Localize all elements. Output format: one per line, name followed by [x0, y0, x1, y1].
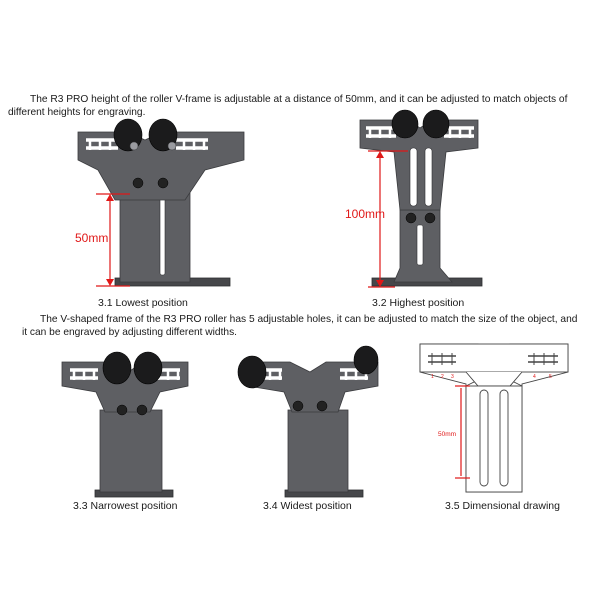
figure-dimensional-drawing: 1 2 3 4 5 50mm	[419, 343, 569, 493]
figure-lowest-position: 50mm	[75, 118, 245, 287]
dimension-label: 50mm	[438, 431, 456, 438]
caption-dimensional: 3.5 Dimensional drawing	[445, 500, 560, 512]
figure-highest-position: 100mm	[345, 109, 483, 288]
svg-text:5: 5	[549, 374, 552, 380]
description-height: The R3 PRO height of the roller V-frame …	[8, 94, 568, 118]
dimension-label: 50mm	[75, 231, 108, 245]
description-width: The V-shaped frame of the R3 PRO roller …	[22, 314, 578, 338]
svg-text:1: 1	[431, 374, 434, 380]
dimension-label: 100mm	[345, 207, 385, 221]
svg-text:2: 2	[441, 374, 444, 380]
svg-text:4: 4	[533, 374, 536, 380]
svg-text:3: 3	[451, 374, 454, 380]
figure-narrowest-position	[61, 351, 189, 498]
figure-widest-position	[237, 345, 379, 498]
caption-lowest: 3.1 Lowest position	[98, 297, 188, 309]
caption-highest: 3.2 Highest position	[372, 297, 465, 309]
caption-narrowest: 3.3 Narrowest position	[73, 500, 178, 512]
caption-widest: 3.4 Widest position	[263, 500, 352, 512]
